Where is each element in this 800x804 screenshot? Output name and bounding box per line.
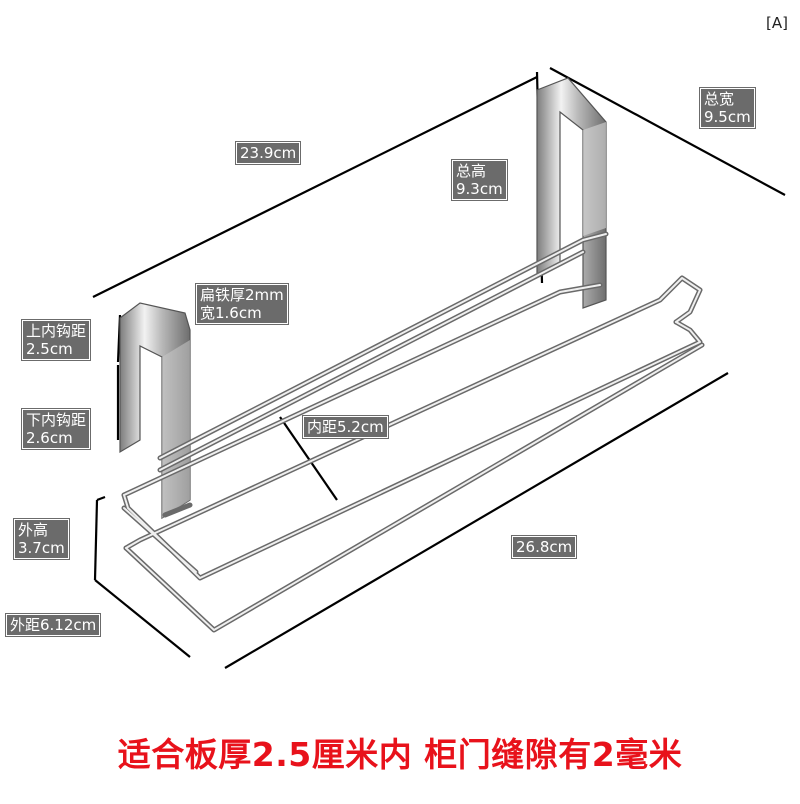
label-total-width: 总宽 9.5cm <box>700 88 755 128</box>
label-length-top: 23.9cm <box>236 142 301 164</box>
dim-outer-distance <box>94 579 191 658</box>
dim-outer-height <box>93 499 99 581</box>
variant-badge: [A] <box>766 14 788 32</box>
label-outer-height: 外高 3.7cm <box>14 519 69 559</box>
label-flat-iron: 扁铁厚2mm 宽1.6cm <box>196 284 288 324</box>
label-outer-distance: 外距6.12cm <box>6 614 101 636</box>
label-total-height: 总高 9.3cm <box>452 160 507 200</box>
rear-hook <box>536 77 607 309</box>
dim-inner-distance <box>279 416 338 501</box>
dim-total-width <box>549 67 786 196</box>
wire-frame <box>121 231 705 633</box>
front-hook <box>119 302 191 520</box>
dim-length-top <box>92 76 538 298</box>
label-inner-distance: 内距5.2cm <box>303 416 388 438</box>
label-upper-hook: 上内钩距 2.5cm <box>22 320 91 360</box>
dim-length-bottom <box>224 372 729 669</box>
label-length-bottom: 26.8cm <box>512 536 577 558</box>
caption-note: 适合板厚2.5厘米内 柜门缝隙有2毫米 <box>117 735 683 774</box>
label-lower-hook: 下内钩距 2.6cm <box>22 409 91 449</box>
